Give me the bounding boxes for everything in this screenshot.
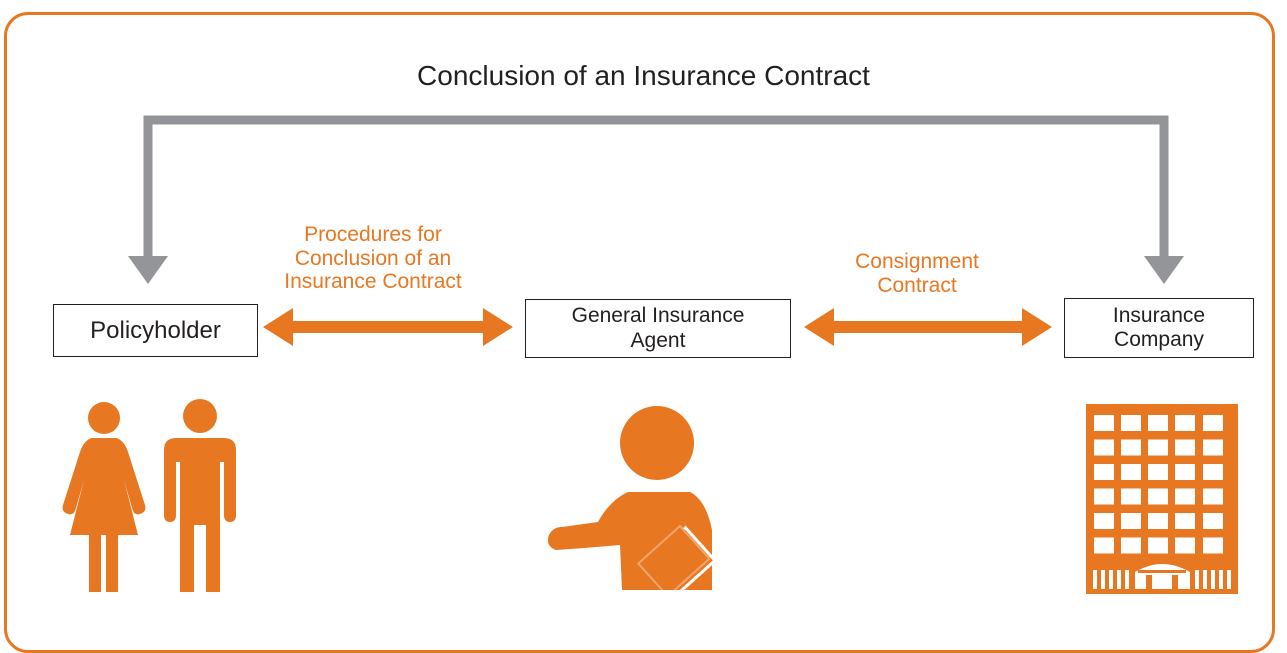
agent-label-line2: Agent: [630, 328, 686, 352]
policyholder-node: Policyholder: [53, 304, 258, 357]
building-window: [1203, 537, 1223, 554]
policyholder-label: Policyholder: [90, 316, 221, 344]
building-window: [1121, 537, 1141, 554]
building-window: [1148, 464, 1168, 480]
building-window: [1175, 464, 1195, 480]
contract-connector: [128, 115, 1184, 284]
procedures-label-line2: Conclusion of an: [294, 246, 452, 270]
building-window: [1175, 415, 1195, 431]
building-icon: [1086, 404, 1238, 594]
building-window: [1094, 513, 1114, 529]
building-window: [1175, 513, 1195, 529]
people-icon: [62, 399, 236, 592]
consignment-label-line2: Contract: [877, 273, 957, 297]
building-window: [1094, 464, 1114, 480]
building-window: [1121, 415, 1141, 431]
building-window: [1175, 537, 1195, 554]
connector-arrowhead-left: [128, 256, 168, 284]
building-window: [1094, 415, 1114, 431]
procedures-label-line3: Insurance Contract: [284, 270, 462, 294]
connector-arrowhead-right: [1144, 256, 1184, 284]
building-window: [1203, 439, 1223, 456]
building-window: [1121, 439, 1141, 456]
building-window: [1203, 513, 1223, 529]
building-window: [1148, 537, 1168, 554]
agent-label-line1: General Insurance: [571, 304, 745, 328]
building-window: [1121, 464, 1141, 480]
building-window: [1094, 488, 1114, 505]
procedures-label-line1: Procedures for: [304, 223, 442, 246]
building-window: [1203, 464, 1223, 480]
consignment-arrow: [804, 308, 1052, 346]
building-window: [1203, 488, 1223, 505]
company-node: Insurance Company: [1064, 298, 1254, 358]
building-window: [1203, 415, 1223, 431]
building-window: [1148, 415, 1168, 431]
building-window: [1148, 488, 1168, 505]
procedures-arrow: [263, 308, 513, 346]
company-label-line1: Insurance: [1112, 303, 1206, 327]
diagram-title: Conclusion of an Insurance Contract: [417, 60, 870, 91]
company-label-line2: Company: [1114, 328, 1204, 351]
procedures-label: Procedures for Conclusion of an Insuranc…: [258, 223, 488, 294]
building-window: [1175, 439, 1195, 456]
agent-node: General Insurance Agent: [525, 299, 791, 358]
building-window: [1094, 439, 1114, 456]
building-window: [1148, 439, 1168, 456]
building-window: [1148, 513, 1168, 529]
building-window: [1121, 488, 1141, 505]
building-window: [1121, 513, 1141, 529]
building-window: [1094, 537, 1114, 554]
agent-icon: [547, 406, 740, 601]
consignment-label-line1: Consignment: [855, 250, 979, 273]
consignment-label: Consignment Contract: [800, 250, 1034, 297]
building-window: [1175, 488, 1195, 505]
